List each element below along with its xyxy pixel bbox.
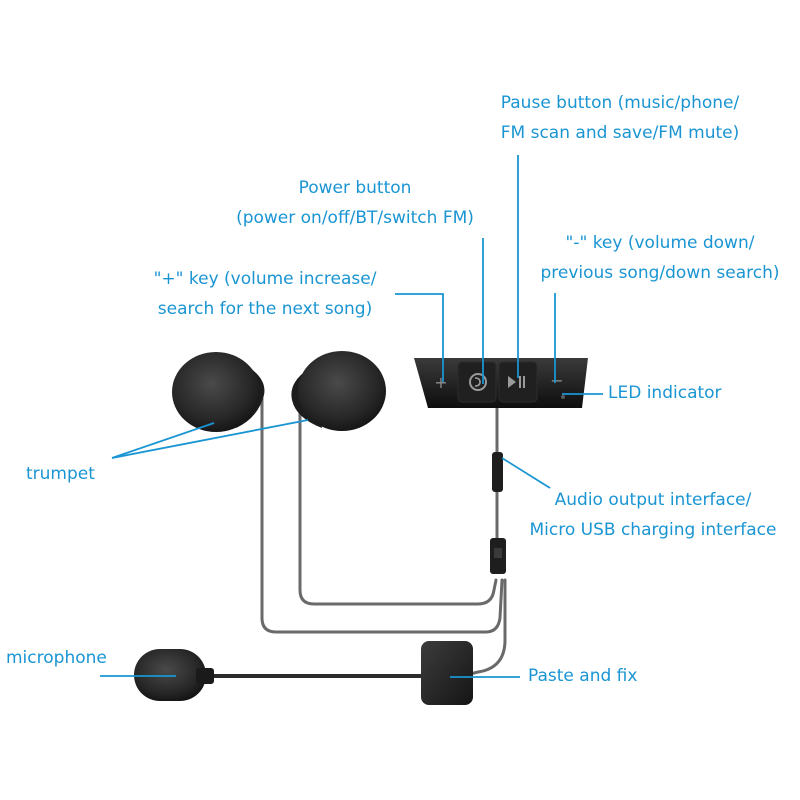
minus-key-label: "-" key (volume down/ previous song/down…	[540, 233, 780, 283]
cables	[208, 396, 507, 678]
plus-key-glyph: +	[434, 373, 447, 392]
right-speaker-cable	[298, 408, 498, 606]
control-unit: + −	[414, 358, 588, 408]
led-indicator-label: LED indicator	[608, 383, 722, 403]
usb-connector	[490, 538, 506, 574]
main-cable-lower	[468, 578, 507, 676]
led-dot	[561, 395, 565, 399]
microphone-head	[134, 649, 214, 701]
right-speaker	[291, 351, 386, 431]
microphone-label: microphone	[6, 648, 107, 668]
pause-button-label: Pause button (music/phone/ FM scan and s…	[500, 93, 740, 143]
minus-key-glyph: −	[550, 371, 563, 390]
plus-key-label: "+" key (volume increase/ search for the…	[153, 269, 377, 319]
audio-connector	[492, 452, 503, 492]
left-speaker-cable	[260, 396, 504, 634]
power-button-label: Power button (power on/off/BT/switch FM)	[236, 178, 474, 228]
leader-lines	[100, 155, 603, 678]
trumpet-label: trumpet	[26, 464, 95, 484]
adhesive-pad	[421, 641, 473, 705]
audio-interface-label: Audio output interface/ Micro USB chargi…	[529, 490, 777, 540]
leader-trumpet-left	[111, 422, 215, 459]
leader-trumpet-right	[111, 419, 309, 459]
left-speaker	[172, 352, 265, 432]
leader-audio	[501, 457, 551, 489]
paste-and-fix-label: Paste and fix	[528, 666, 638, 686]
leader-plus	[395, 293, 444, 382]
